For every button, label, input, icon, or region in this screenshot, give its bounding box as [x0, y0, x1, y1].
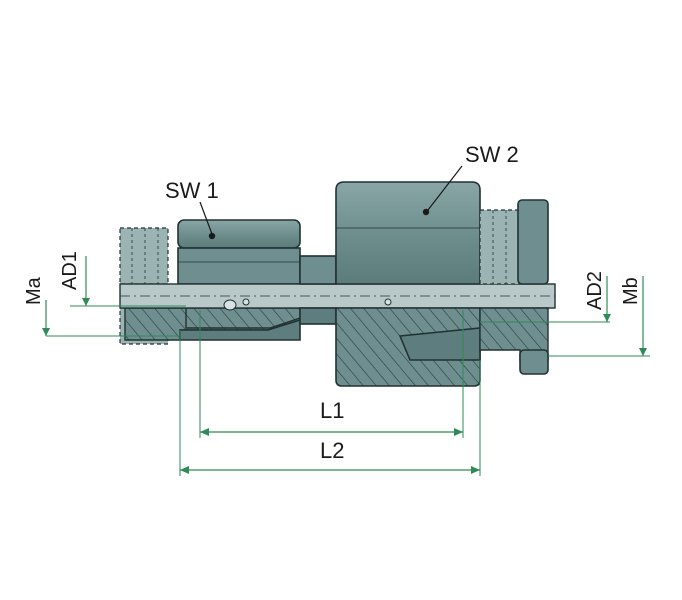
mb-dimension	[639, 276, 647, 356]
sw2-label: SW 2	[465, 142, 519, 167]
l1-label: L1	[320, 398, 344, 423]
l2-label: L2	[320, 438, 344, 463]
sw1-nut	[177, 219, 301, 329]
o-ring-markers	[223, 298, 392, 311]
right-port	[479, 199, 549, 375]
ma-dimension	[42, 300, 50, 336]
l1-dimension	[200, 428, 463, 436]
ad2-label: AD2	[584, 271, 606, 310]
ad2-dimension	[603, 276, 611, 322]
l2-dimension	[180, 466, 480, 474]
sw2-leader	[422, 165, 463, 216]
ma-label: Ma	[23, 276, 45, 305]
ad1-label: AD1	[59, 251, 81, 290]
sw1-label: SW 1	[165, 178, 219, 203]
extension-lines	[46, 305, 650, 476]
sw1-leader	[199, 201, 216, 240]
mb-label: Mb	[620, 277, 642, 305]
tube	[119, 283, 556, 309]
ad1-dimension	[82, 256, 90, 306]
sw2-nut	[335, 181, 481, 387]
